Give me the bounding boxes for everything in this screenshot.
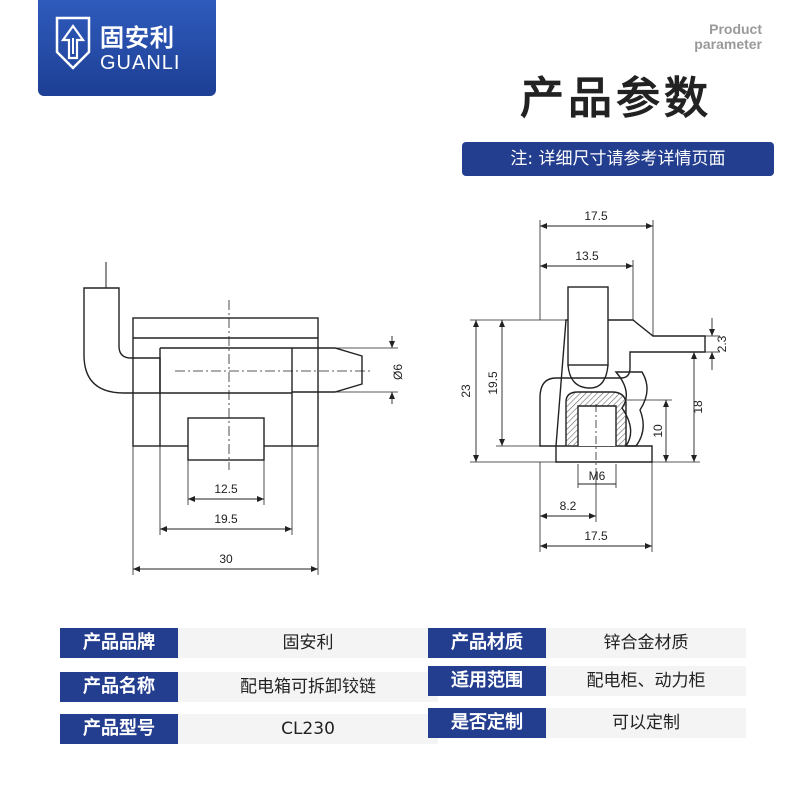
dim-side-18: 18 bbox=[691, 400, 705, 414]
dim-side-8-2: 8.2 bbox=[560, 499, 577, 513]
dim-side-2-3: 2.3 bbox=[715, 335, 729, 352]
spec-value: 配电箱可拆卸铰链 bbox=[178, 672, 438, 702]
side-view bbox=[470, 220, 720, 552]
dim-side-13-5: 13.5 bbox=[575, 249, 599, 263]
dim-side-19-5: 19.5 bbox=[486, 371, 500, 395]
spec-label: 是否定制 bbox=[428, 708, 546, 738]
spec-value: 锌合金材质 bbox=[546, 628, 746, 658]
dim-side-23: 23 bbox=[459, 384, 473, 398]
dim-side-thread: M6 bbox=[589, 469, 606, 483]
dim-side-17-5-bottom: 17.5 bbox=[584, 529, 608, 543]
spec-label: 产品材质 bbox=[428, 628, 546, 658]
dim-side-10: 10 bbox=[651, 424, 665, 438]
spec-value: 固安利 bbox=[178, 628, 438, 658]
brand-logo: 固安利 GUANLI bbox=[38, 0, 216, 96]
dim-front-19-5: 19.5 bbox=[214, 512, 238, 526]
spec-value: 配电柜、动力柜 bbox=[546, 666, 746, 696]
spec-label: 适用范围 bbox=[428, 666, 546, 696]
spec-label: 产品名称 bbox=[60, 672, 178, 702]
brand-name-cn: 固安利 bbox=[100, 24, 175, 52]
product-parameter-en: Product parameter bbox=[642, 22, 762, 52]
front-view bbox=[83, 262, 398, 575]
spec-label: 产品品牌 bbox=[60, 628, 178, 658]
dim-side-17-5-top: 17.5 bbox=[584, 209, 608, 223]
spec-value: CL230 bbox=[178, 714, 438, 744]
dim-front-pin-diameter: Ø6 bbox=[391, 364, 405, 380]
page-title: 产品参数 bbox=[520, 73, 712, 124]
dim-front-12-5: 12.5 bbox=[214, 482, 238, 496]
dimension-note-banner: 注: 详细尺寸请参考详情页面 bbox=[462, 142, 774, 176]
brand-shield-icon bbox=[55, 16, 91, 70]
spec-label: 产品型号 bbox=[60, 714, 178, 744]
spec-value: 可以定制 bbox=[546, 708, 746, 738]
technical-drawing: Ø6 12.5 19.5 30 bbox=[83, 209, 729, 575]
brand-name-en: GUANLI bbox=[100, 52, 181, 74]
dim-front-30: 30 bbox=[219, 552, 233, 566]
pp-line-1: Product bbox=[709, 21, 762, 37]
pp-line-2: parameter bbox=[694, 36, 762, 52]
